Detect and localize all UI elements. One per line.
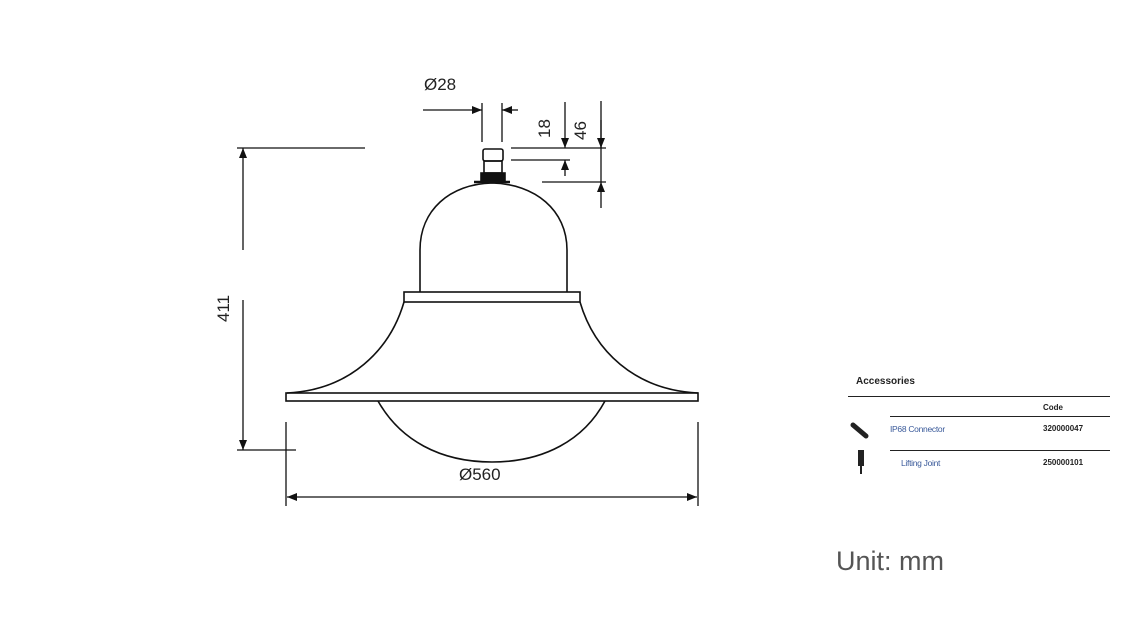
accessory-name: Lifting Joint — [901, 458, 941, 468]
unit-label: Unit: mm — [836, 546, 944, 576]
accessory-row: IP68 Connector 320000047 — [890, 417, 1110, 451]
dim-18: 18 — [535, 119, 554, 138]
dim-411: 411 — [214, 295, 233, 322]
accessory-row: Lifting Joint 250000101 — [848, 451, 1110, 484]
dim-diameter-bottom: Ø560 — [459, 465, 501, 484]
dim-46: 46 — [571, 121, 590, 140]
dimension-lines — [237, 101, 699, 506]
accessory-code: 320000047 — [1043, 424, 1084, 433]
accessories-title: Accessories — [848, 376, 1110, 397]
accessories-table: Accessories Code IP68 Connector 32000004… — [848, 376, 1110, 484]
accessory-code: 250000101 — [1043, 458, 1084, 467]
dim-diameter-top: Ø28 — [424, 75, 456, 94]
lamp-outline — [285, 148, 699, 463]
code-header: Code — [1043, 403, 1063, 412]
connector-icon — [850, 422, 869, 439]
accessory-name: IP68 Connector — [890, 424, 945, 434]
lifting-joint-icon — [858, 450, 864, 474]
accessories-header: Code — [890, 397, 1110, 417]
